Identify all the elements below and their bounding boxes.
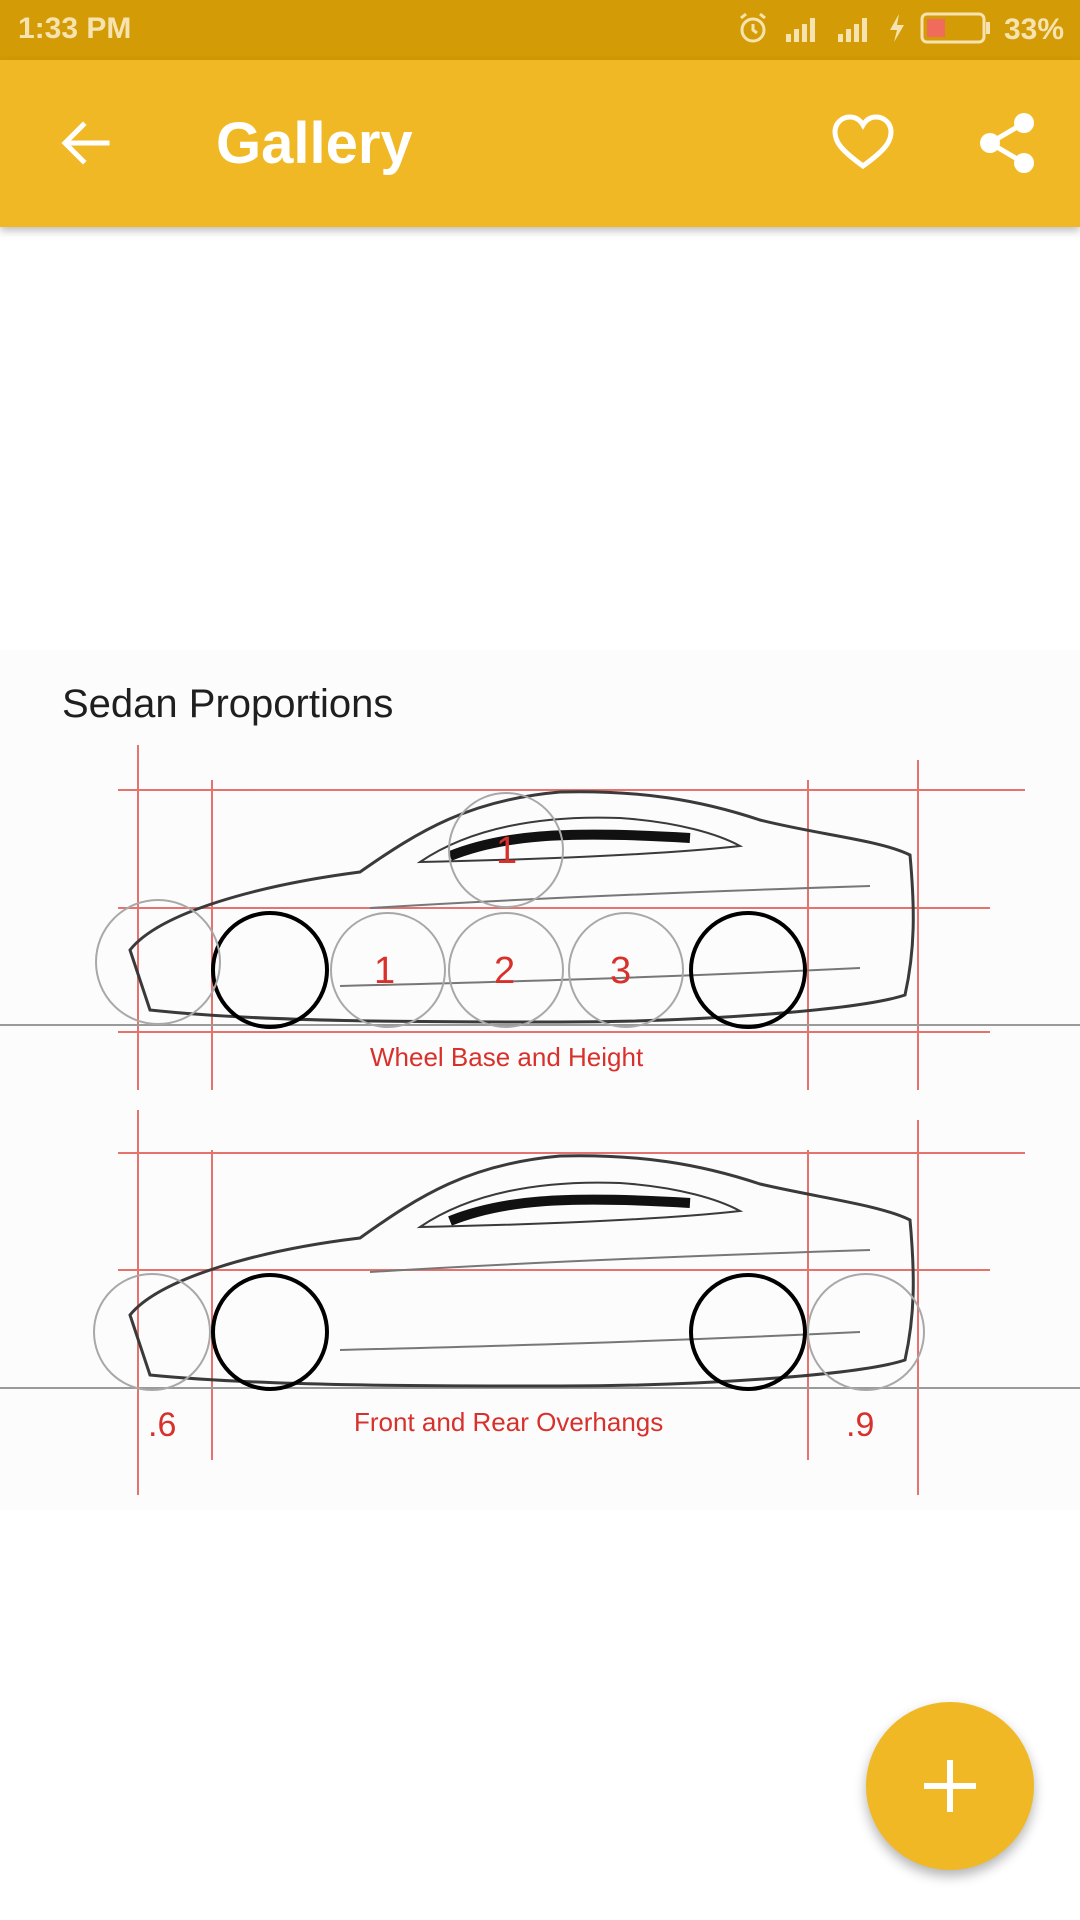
plus-icon [924,1760,976,1812]
signal-icon [836,14,874,47]
back-button[interactable] [50,108,120,178]
wheel-circle-number: 1 [374,950,396,992]
arrow-back-icon [61,121,110,165]
wheel-circle-number: 2 [494,950,516,992]
heart-outline-icon [832,114,894,170]
wheel-circle-number: 3 [610,950,632,992]
wheelbase-label: Wheel Base and Height [370,1042,644,1072]
status-time: 1:33 PM [18,12,132,45]
rear-overhang-ratio: .9 [846,1406,875,1444]
battery-percent: 33% [1003,13,1064,46]
charging-icon [888,13,906,48]
overhangs-label: Front and Rear Overhangs [354,1407,664,1437]
alarm-icon [736,11,770,50]
roof-circle-number: 1 [496,830,518,872]
status-icons: 33% [722,10,1064,50]
app-bar: Gallery [0,60,1080,227]
share-icon [980,113,1034,173]
image-title: Sedan Proportions [62,682,394,726]
front-overhang-ratio: .6 [148,1406,177,1444]
battery-icon [920,12,992,49]
share-button[interactable] [972,108,1042,178]
sedan-sketch-image [0,745,1080,1495]
status-bar: 1:33 PM [0,0,1080,60]
add-fab-button[interactable] [866,1702,1034,1870]
page-title: Gallery [216,111,413,176]
favorite-button[interactable] [828,108,898,178]
signal-icon [784,14,822,47]
